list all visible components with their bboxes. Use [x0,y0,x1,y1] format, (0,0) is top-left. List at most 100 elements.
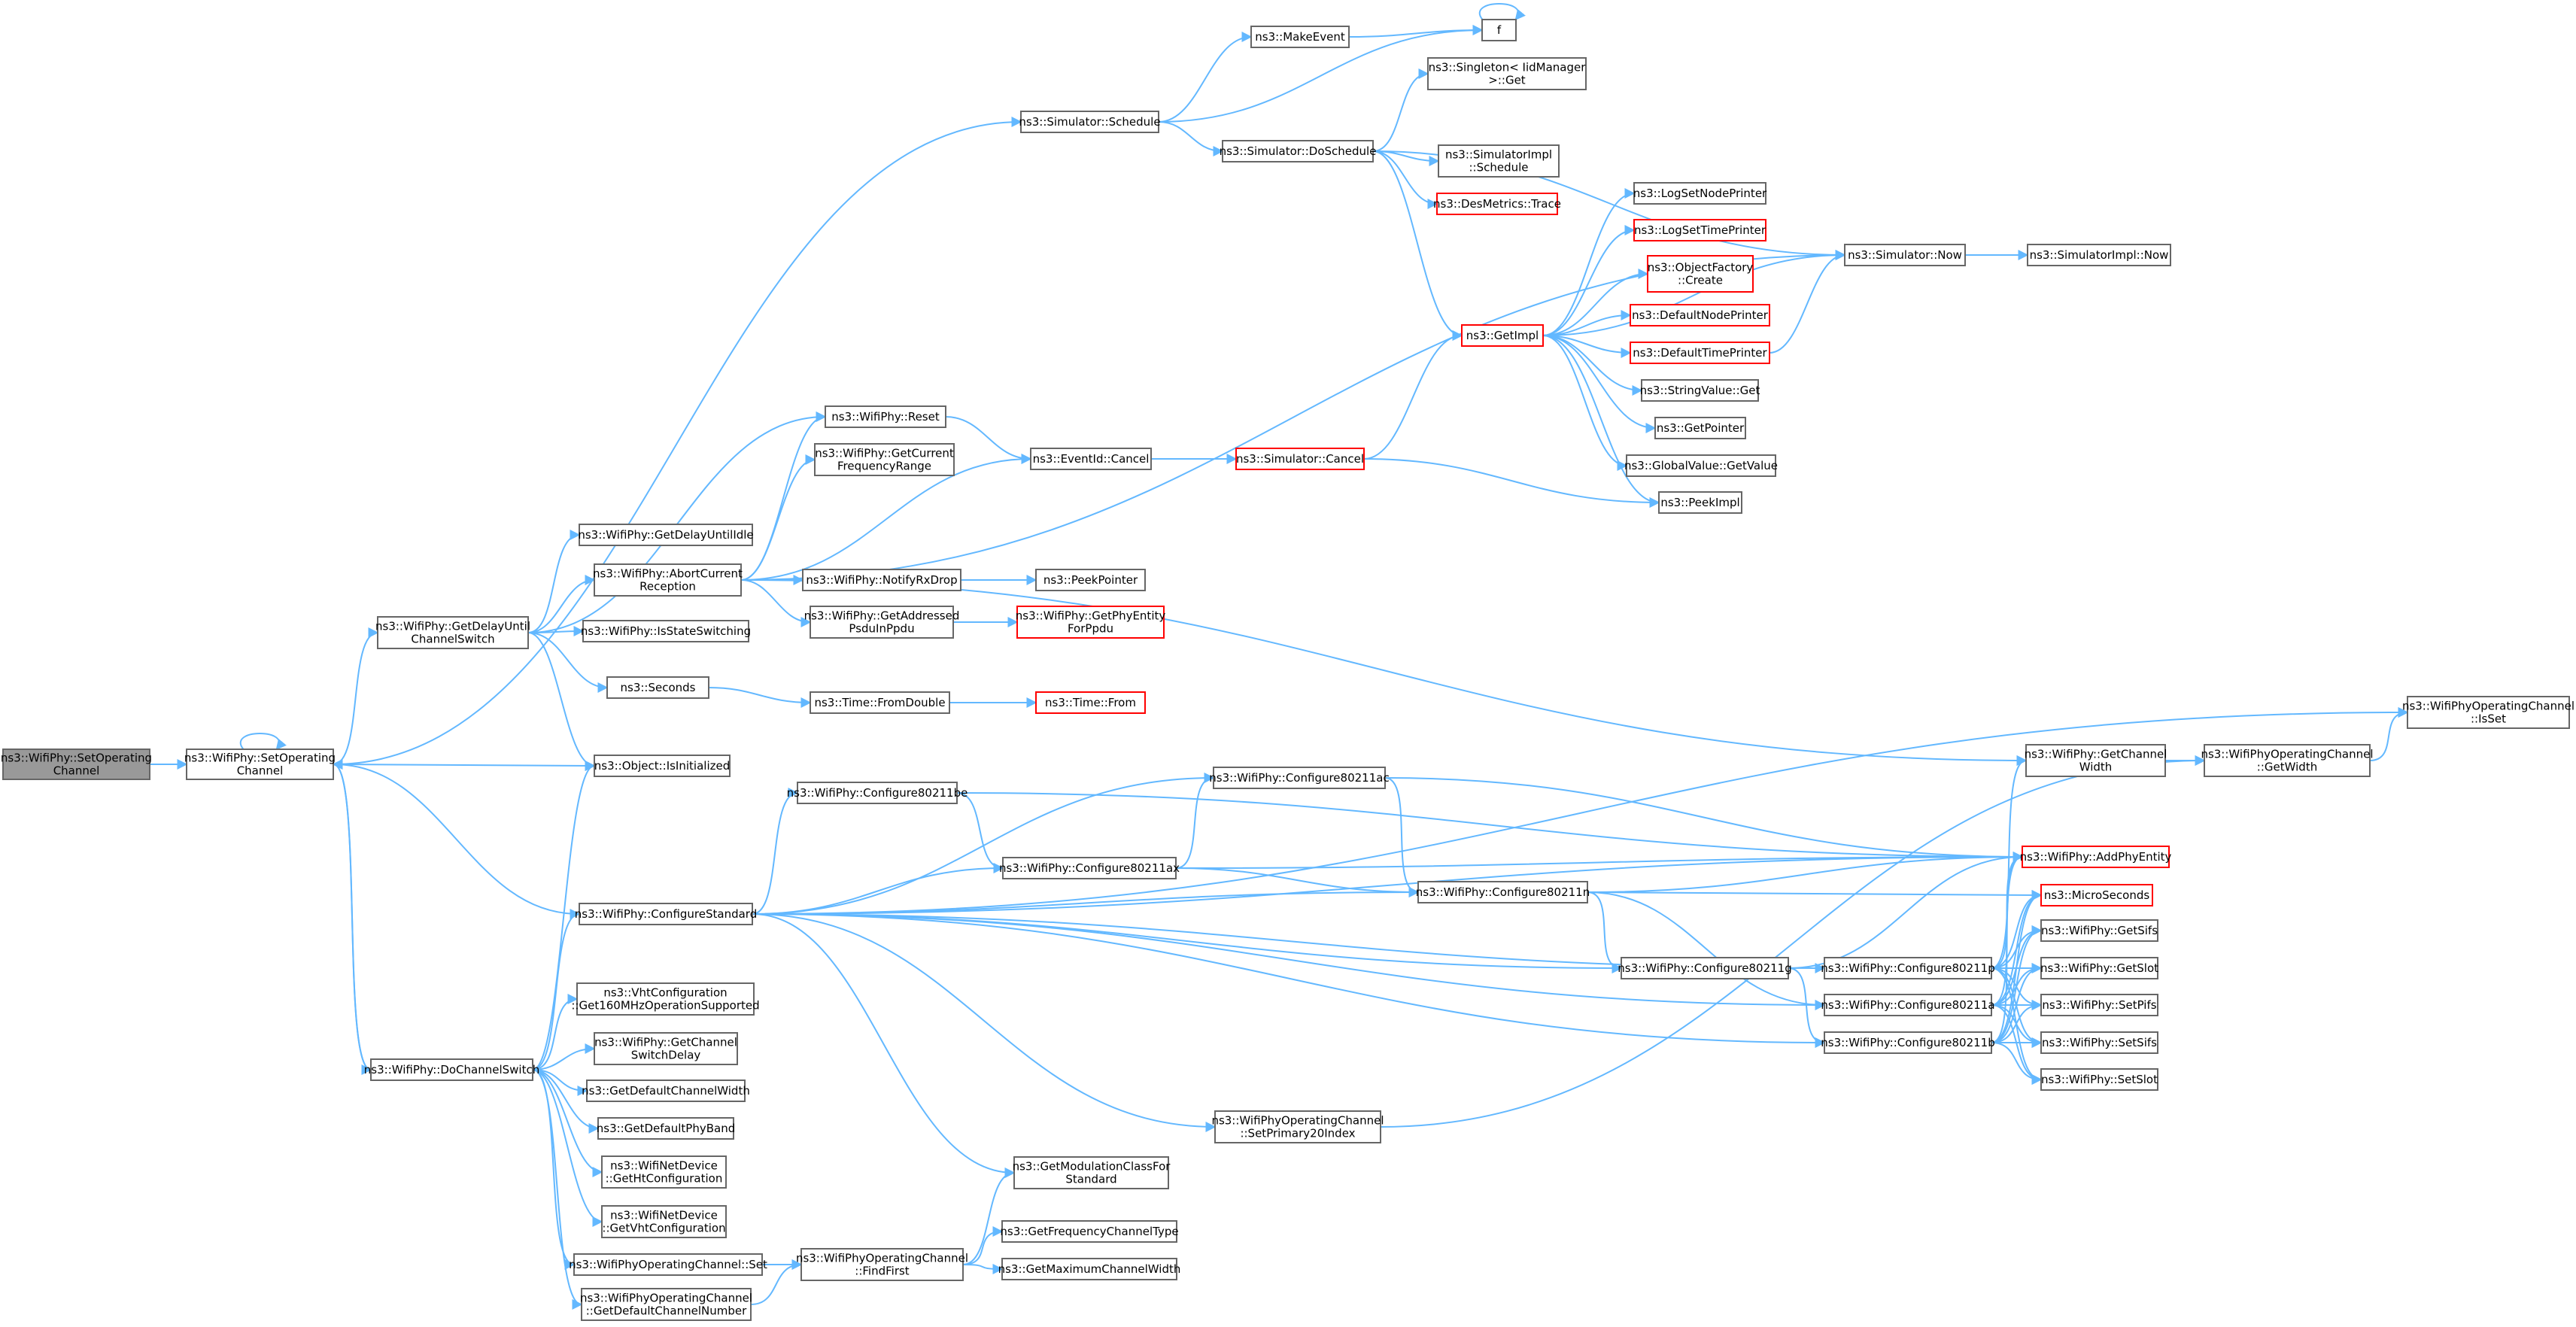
edge-path [752,887,1420,915]
edge-path [1542,188,1636,336]
edge-simcancel-to-getimpl [1363,330,1463,460]
edge-path [1348,25,1484,38]
node-cfgn[interactable]: ns3::WifiPhy::Configure80211n [1416,881,1590,903]
node-box [2022,846,2170,868]
node-doschedule[interactable]: ns3::Simulator::DoSchedule [1220,140,1377,162]
node-desmetrics[interactable]: ns3::DesMetrics::Trace [1433,193,1561,215]
node-micro[interactable]: ns3::MicroSeconds [2040,884,2153,906]
node-box [800,1248,964,1281]
node-strget[interactable]: ns3::StringValue::Get [1640,379,1760,402]
node-deftime[interactable]: ns3::DefaultTimePrinter [1630,342,1770,364]
edge-seconds-to-fromdouble [708,687,812,708]
node-schedule[interactable]: ns3::Simulator::Schedule [1019,111,1161,133]
node-opgetwidth[interactable]: ns3::WifiPhyOperatingChannel::GetWidth [2201,744,2374,777]
edge-path [1587,891,1623,973]
node-reset[interactable]: ns3::WifiPhy::Reset [825,405,946,428]
node-isinit[interactable]: ns3::Object::IsInitialized [594,755,731,777]
node-simcancel[interactable]: ns3::Simulator::Cancel [1235,448,1365,470]
node-opisset[interactable]: ns3::WifiPhyOperatingChannel::IsSet [2402,696,2574,729]
node-makeevent[interactable]: ns3::MakeEvent [1250,26,1350,48]
node-ht[interactable]: ns3::WifiNetDevice::GetHtConfiguration [601,1155,727,1189]
node-cfgg[interactable]: ns3::WifiPhy::Configure80211g [1618,957,1792,979]
node-seconds[interactable]: ns3::Seconds [606,676,709,699]
node-label: ns3::Time::From [1045,696,1136,709]
node-objfactory[interactable]: ns3::ObjectFactory::Create [1647,255,1754,293]
node-dochsw[interactable]: ns3::WifiPhy::DoChannelSwitch [364,1058,539,1081]
edge-findfirst-to-getmaxchw [962,1263,1004,1274]
node-isstatesw[interactable]: ns3::WifiPhy::IsStateSwitching [581,620,751,642]
node-cfgbe[interactable]: ns3::WifiPhy::Configure80211be [787,782,968,804]
node-label: ns3::WifiPhy::SetOperating [184,752,336,765]
node-box [601,1205,727,1238]
edge-path [740,579,812,627]
node-box [2027,244,2171,266]
node-notifyrxdrop[interactable]: ns3::WifiPhy::NotifyRxDrop [802,569,961,591]
node-getfreqtype[interactable]: ns3::GetFrequencyChannelType [1000,1220,1179,1243]
node-cfgax[interactable]: ns3::WifiPhy::Configure80211ax [999,857,1180,879]
edge-cfgg-to-addphy [1788,852,2024,969]
node-getsifs[interactable]: ns3::WifiPhy::GetSifs [2040,919,2158,942]
node-logtime[interactable]: ns3::LogSetTimePrinter [1633,219,1766,241]
node-getdelayidle[interactable]: ns3::WifiPhy::GetDelayUntilIdle [578,524,754,546]
node-fromdouble[interactable]: ns3::Time::FromDouble [810,691,950,714]
node-cfga[interactable]: ns3::WifiPhy::Configure80211a [1821,994,1995,1016]
node-box [810,606,954,639]
node-setslot[interactable]: ns3::WifiPhy::SetSlot [2040,1068,2158,1091]
node-setp20[interactable]: ns3::WifiPhyOperatingChannel::SetPrimary… [1211,1110,1384,1143]
node-setsifs[interactable]: ns3::WifiPhy::SetSifs [2040,1031,2158,1054]
node-timefrom[interactable]: ns3::Time::From [1035,691,1146,714]
node-label: ns3::WifiNetDevice [610,1159,718,1173]
node-cfgstd[interactable]: ns3::WifiPhy::ConfigureStandard [575,903,757,925]
edge-getdefchnum-to-findfirst [750,1259,803,1305]
node-label: ns3::WifiPhy::GetDelayUntilIdle [578,528,753,542]
node-opset[interactable]: ns3::WifiPhyOperatingChannel::Set [569,1253,767,1276]
node-getslot[interactable]: ns3::WifiPhy::GetSlot [2040,957,2158,979]
node-getdefchnum[interactable]: ns3::WifiPhyOperatingChannel::GetDefault… [580,1288,752,1321]
node-box [597,1117,734,1140]
node-peekpointer[interactable]: ns3::PeekPointer [1035,569,1146,591]
node-simimplschedule[interactable]: ns3::SimulatorImpl::Schedule [1438,144,1560,178]
edge-getimpl-to-globalget [1542,335,1628,471]
node-simnow[interactable]: ns3::Simulator::Now [1844,244,1966,266]
node-box [2204,744,2371,777]
node-vht[interactable]: ns3::WifiNetDevice::GetVhtConfiguration [601,1205,727,1238]
node-simimplnow[interactable]: ns3::SimulatorImpl::Now [2027,244,2171,266]
node-getpointer[interactable]: ns3::GetPointer [1654,417,1746,439]
node-f[interactable]: f [1481,19,1517,41]
node-getdefband[interactable]: ns3::GetDefaultPhyBand [597,1117,735,1140]
node-singleton[interactable]: ns3::Singleton< IidManager>::Get [1427,57,1587,90]
node-getimpl[interactable]: ns3::GetImpl [1461,324,1544,347]
node-cfgb[interactable]: ns3::WifiPhy::Configure80211b [1821,1031,1995,1054]
node-eventcancel[interactable]: ns3::EventId::Cancel [1030,448,1152,470]
node-findfirst[interactable]: ns3::WifiPhyOperatingChannel::FindFirst [796,1248,968,1281]
node-getmaxchw[interactable]: ns3::GetMaximumChannelWidth [998,1258,1181,1280]
node-defnode[interactable]: ns3::DefaultNodePrinter [1630,304,1770,326]
node-box [2025,744,2166,777]
node-setpifs[interactable]: ns3::WifiPhy::SetPifs [2040,994,2158,1016]
node-label: ns3::WifiPhy::NotifyRxDrop [806,573,957,587]
edge-path [752,852,2024,915]
edge-getimpl-to-deftime [1542,335,1632,358]
node-lognode[interactable]: ns3::LogSetNodePrinter [1633,182,1767,205]
edge-deftime-to-simnow [1769,250,1846,354]
node-peekimpl[interactable]: ns3::PeekImpl [1658,491,1742,514]
node-cfgac[interactable]: ns3::WifiPhy::Configure80211ac [1209,767,1390,789]
node-getdefchw[interactable]: ns3::GetDefaultChannelWidth [582,1080,750,1102]
node-addphy[interactable]: ns3::WifiPhy::AddPhyEntity [2020,846,2172,868]
edge-getdelaych-to-seconds [527,632,609,693]
node-cfgp[interactable]: ns3::WifiPhy::Configure80211p [1821,957,1995,979]
node-label: ns3::GetDefaultPhyBand [597,1122,735,1135]
node-globalget[interactable]: ns3::GlobalValue::GetValue [1624,454,1778,477]
edge-schedule-to-doschedule [1158,121,1224,156]
node-vht160[interactable]: ns3::VhtConfiguration::Get160MHzOperatio… [571,982,760,1016]
